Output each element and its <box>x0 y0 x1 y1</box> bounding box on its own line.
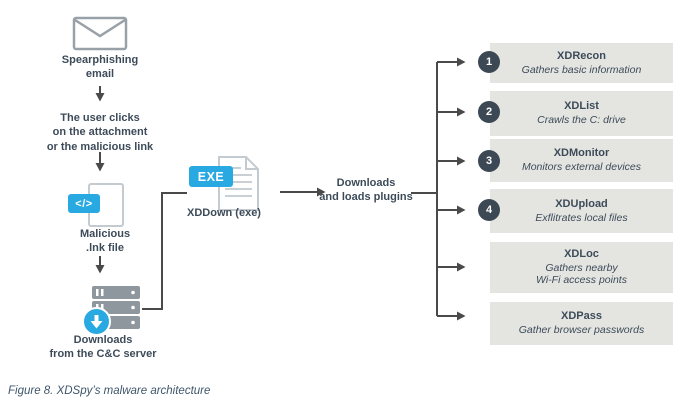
download-arrow-glyph <box>90 314 103 328</box>
plugin-name: XDMonitor <box>553 147 610 160</box>
code-badge: </> <box>68 194 100 213</box>
plugin-desc: Monitors external devices <box>521 161 642 174</box>
plugin-desc: Exflitrates local files <box>535 211 628 224</box>
plugin-desc: Crawls the C: drive <box>537 114 626 127</box>
plugin-desc: Gathers nearby Wi-Fi access points <box>536 261 627 287</box>
plugin-name: XDList <box>564 100 599 113</box>
step-badge-1: 1 <box>478 51 500 73</box>
plugin-row-xdupload: XDUpload Exflitrates local files <box>490 189 673 233</box>
xddown-label: XDDown (exe) <box>187 207 261 219</box>
plugin-name: XDRecon <box>557 49 606 62</box>
plugin-desc: Gathers basic information <box>521 63 642 76</box>
step-badge-4: 4 <box>478 199 500 221</box>
exe-badge: EXE <box>189 166 233 187</box>
plugin-desc: Gather browser passwords <box>518 324 645 337</box>
plugin-name: XDPass <box>561 310 602 323</box>
user-clicks-label: The user clicks on the attachment or the… <box>46 112 154 153</box>
plugin-row-xdloc: XDLoc Gathers nearby Wi-Fi access points <box>490 242 673 293</box>
step-badge-2: 2 <box>478 101 500 123</box>
loads-plugins-label: Downloads and loads plugins <box>319 177 413 204</box>
envelope-icon <box>72 16 128 51</box>
plugin-row-xdmonitor: XDMonitor Monitors external devices <box>490 139 673 182</box>
plugin-name: XDLoc <box>564 248 599 261</box>
figure-caption: Figure 8. XDSpy’s malware architecture <box>8 385 211 397</box>
plugin-row-xdrecon: XDRecon Gathers basic information <box>490 43 673 83</box>
plugin-name: XDUpload <box>555 197 608 210</box>
step-badge-3: 3 <box>478 150 500 172</box>
malicious-lnk-label: Malicious .lnk file <box>79 228 131 255</box>
download-circle-icon <box>82 307 111 336</box>
spearphishing-label: Spearphishing email <box>61 54 139 81</box>
plugin-row-xdlist: XDList Crawls the C: drive <box>490 91 673 136</box>
plugin-row-xdpass: XDPass Gather browser passwords <box>490 302 673 345</box>
cnc-download-label: Downloads from the C&C server <box>49 334 157 361</box>
